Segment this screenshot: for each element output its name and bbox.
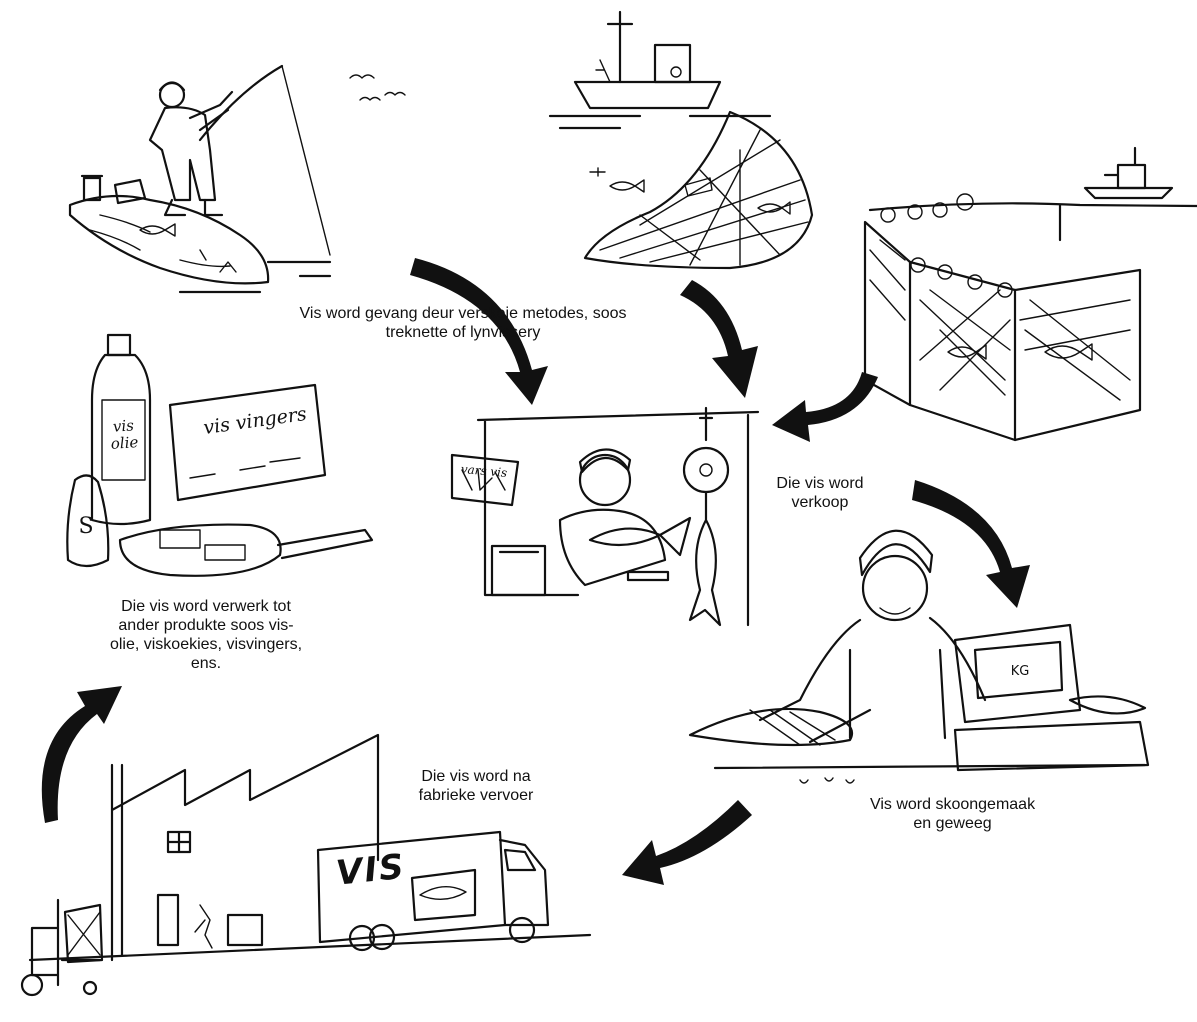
arrow-trawler-to-shop xyxy=(680,280,758,398)
caption-processed-line-2: ander produkte soos vis- xyxy=(118,617,294,634)
caption-sold-line-2: verkoop xyxy=(791,494,849,511)
caption-cleaned-line-2: en geweeg xyxy=(913,815,992,832)
angler-scene xyxy=(68,64,406,294)
scale-display-label: KG xyxy=(1010,664,1030,679)
oil-bottle-label: vis olie xyxy=(110,416,139,453)
caption-processed: Die vis word verwerk tot ander produkte … xyxy=(86,597,326,673)
caption-sold-line-1: Die vis word xyxy=(776,475,864,492)
fish-farm-scene xyxy=(863,146,1197,442)
caption-catch-line-1: Vis word gevang deur verskeie metodes, s… xyxy=(299,305,627,322)
caption-cleaned-line-1: Vis word skoongemaak xyxy=(869,796,1036,813)
products-scene xyxy=(66,333,374,577)
caption-transport-line-1: Die vis word na xyxy=(421,768,531,785)
arrow-shop-to-cleaning xyxy=(912,480,1030,608)
fish-shop-scene xyxy=(450,406,760,627)
cycle-arrows xyxy=(41,258,1030,885)
arrow-angler-to-shop xyxy=(410,258,548,405)
caption-processed-line-3: olie, viskoekies, visvingers, xyxy=(109,636,303,653)
salt-shaker-label: S xyxy=(78,514,94,539)
arrow-farm-to-shop xyxy=(772,372,878,442)
caption-cleaned: Vis word skoongemaak en geweeg xyxy=(860,795,1045,833)
arrow-transport-to-products xyxy=(41,686,122,823)
caption-transport-line-2: fabrieke vervoer xyxy=(418,787,534,804)
arrow-cleaning-to-transport xyxy=(622,800,752,885)
fishmonger-scene xyxy=(688,529,1150,784)
caption-catch-line-2: treknette of lynvissery xyxy=(385,324,541,341)
caption-catch: Vis word gevang deur verskeie metodes, s… xyxy=(278,304,648,342)
caption-processed-line-4: ens. xyxy=(190,655,222,672)
factory-scene xyxy=(20,733,592,997)
trawler-scene xyxy=(548,10,814,270)
caption-transport: Die vis word na fabrieke vervoer xyxy=(396,767,556,805)
caption-sold: Die vis word verkoop xyxy=(760,474,880,512)
caption-processed-line-1: Die vis word verwerk tot xyxy=(121,598,291,615)
